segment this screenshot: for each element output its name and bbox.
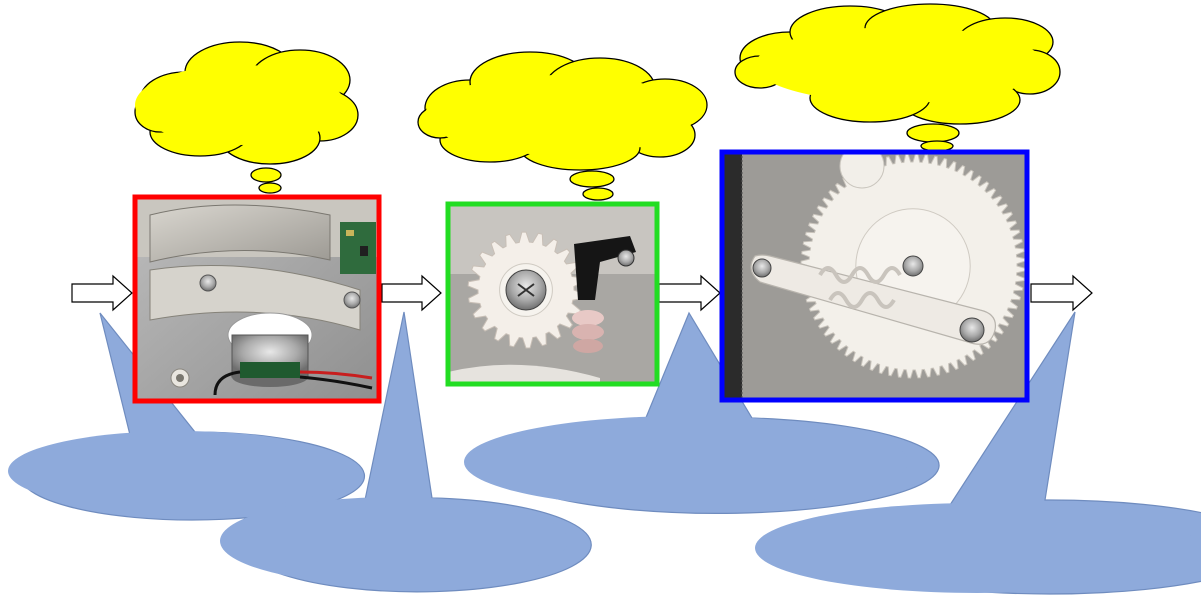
stage-2-photo	[445, 201, 660, 387]
speech-balloon-2	[220, 311, 592, 593]
thought-cloud-2	[417, 51, 708, 201]
arrow-2-3	[658, 274, 721, 312]
stage-1-photo	[132, 194, 382, 404]
right-block-arrow-icon	[381, 274, 442, 312]
stage-1-frame	[132, 194, 382, 404]
stage-2-frame	[445, 201, 660, 387]
right-block-arrow-icon	[658, 274, 721, 312]
output-arrow	[1030, 274, 1093, 312]
speech-balloon-3	[464, 311, 940, 514]
right-block-arrow-icon	[71, 274, 133, 312]
speech-balloon-1	[8, 312, 365, 521]
arrow-1-2	[381, 274, 442, 312]
stage-3-frame	[719, 149, 1030, 403]
right-block-arrow-icon	[1030, 274, 1093, 312]
thought-cloud-3	[734, 3, 1061, 152]
stage-3-photo	[719, 149, 1030, 403]
speech-balloon-4	[755, 311, 1201, 595]
thought-cloud-1	[134, 41, 359, 194]
input-arrow	[71, 274, 133, 312]
